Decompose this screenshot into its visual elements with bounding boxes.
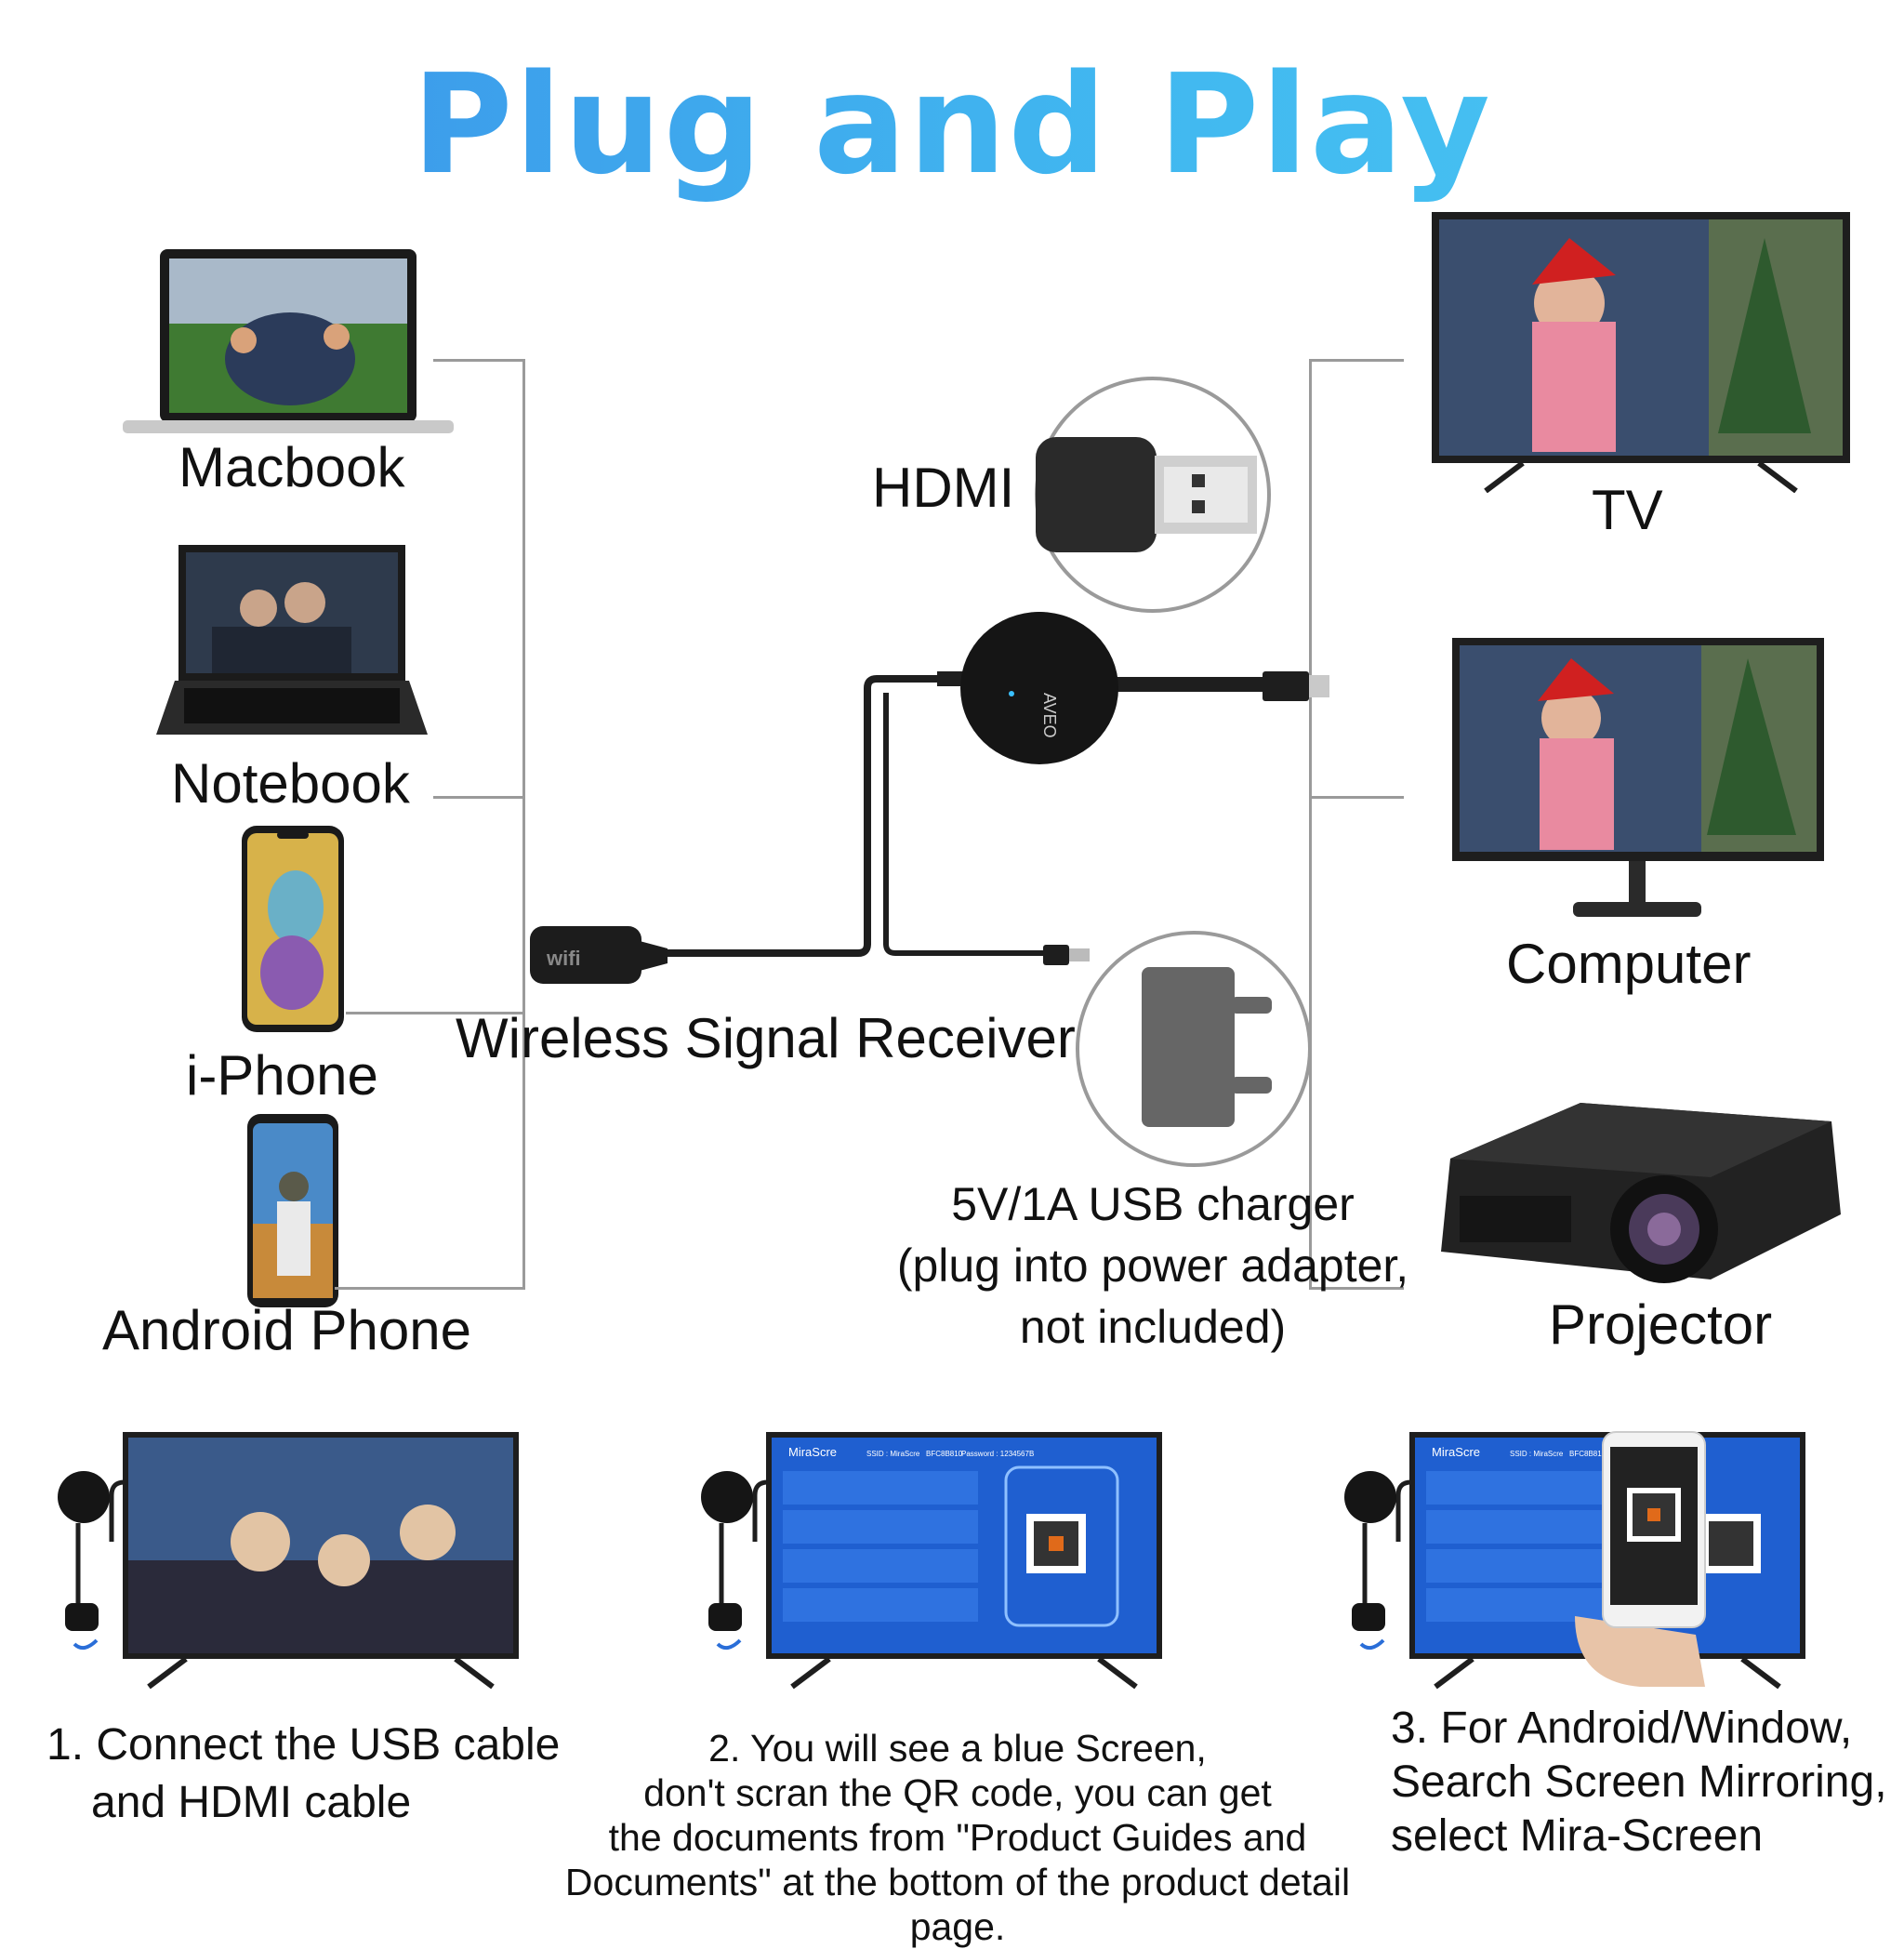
step2-text: 2. You will see a blue Screen, don't scr… [521,1726,1395,1949]
iphone-image [240,824,346,1034]
step2-line-4: Documents" at the bottom of the product … [564,1861,1351,1948]
step3-line-2: Search Screen Mirroring, [1391,1757,1887,1807]
step2-illustration: MiraScre SSID : MiraScre BFC8B810 Passwo… [699,1430,1164,1690]
step3-line-1: 3. For Android/Window, [1391,1704,1853,1753]
connector-line [433,359,524,362]
step3-text: 3. For Android/Window, Search Screen Mir… [1391,1702,1893,1863]
dongle-cable-assembly: AVEO [528,604,1346,1023]
step3-illustration: MiraScre SSID : MiraScre BFC8B810 [1342,1430,1807,1690]
step3-app-name: MiraScre [1432,1445,1480,1459]
step2-line-2: don't scran the QR code, you can get [643,1771,1272,1814]
hdmi-label: HDMI [872,457,1015,519]
macbook-label: Macbook [178,436,405,498]
step3-ssid: SSID : MiraScre [1510,1450,1564,1458]
connector-line [1311,1287,1404,1290]
step2-line-1: 2. You will see a blue Screen, [708,1727,1207,1770]
wifi-receiver-image: wifi [528,922,677,989]
tv-image [1430,210,1852,493]
dongle-brand: AVEO [1040,693,1059,738]
charger-line-3: not included) [1019,1301,1287,1353]
step1-line-2: and HDMI cable [91,1778,412,1827]
step2-ssid: SSID : MiraScre [866,1450,920,1458]
step3-code: BFC8B810 [1569,1450,1606,1458]
connector-line [522,359,525,1290]
step2-password: Password : 1234567B [961,1450,1034,1458]
macbook-image [123,247,454,437]
step2-line-3: the documents from "Product Guides and [608,1816,1307,1859]
step2-app-name: MiraScre [788,1445,837,1459]
receiver-badge: wifi [546,947,581,970]
projector-label: Projector [1549,1293,1773,1356]
step2-code: BFC8B810 [926,1450,963,1458]
connector-line [1311,796,1404,799]
tv-label: TV [1592,479,1663,541]
notebook-label: Notebook [171,752,410,815]
page-title: Plug and Play [0,45,1904,205]
projector-image [1432,1094,1846,1289]
step1-illustration [56,1430,521,1690]
charger-line-1: 5V/1A USB charger [951,1178,1355,1230]
step1-text: 1. Connect the USB cable and HDMI cable [46,1717,567,1832]
receiver-label: Wireless Signal Receiver [456,1007,1076,1069]
notebook-image [156,543,428,742]
computer-monitor-image [1450,636,1826,930]
connector-line [346,1012,524,1014]
connector-line [1311,359,1404,362]
android-label: Android Phone [102,1299,471,1361]
connector-line [1309,359,1312,1290]
step3-line-3: select Mira-Screen [1391,1811,1764,1861]
charger-line-2: (plug into power adapter, [896,1240,1409,1292]
charger-note: 5V/1A USB charger (plug into power adapt… [892,1173,1413,1358]
iphone-label: i-Phone [186,1044,378,1107]
hdmi-connector-image [1034,376,1272,614]
connector-line [335,1287,524,1290]
step1-line-1: 1. Connect the USB cable [46,1720,561,1770]
connector-line [433,796,524,799]
power-plug-image [1075,930,1313,1168]
computer-label: Computer [1506,933,1752,995]
android-image [245,1112,340,1309]
